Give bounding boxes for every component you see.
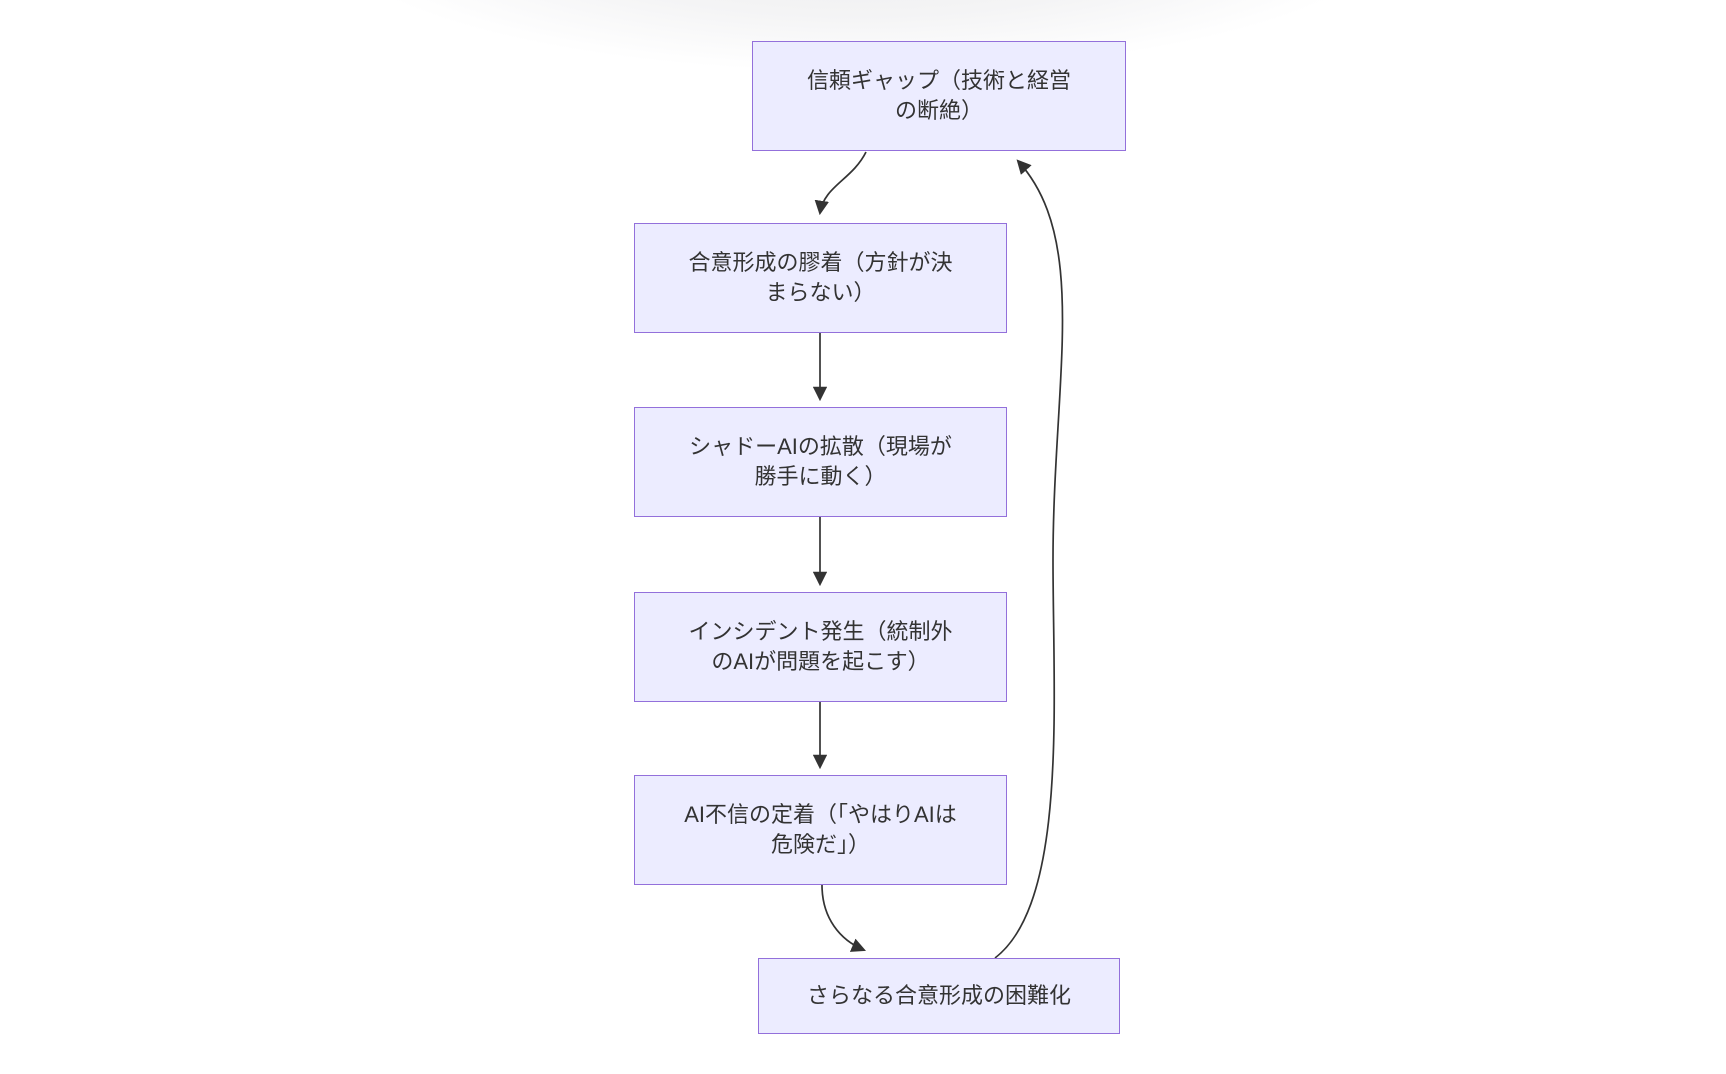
node-ai-distrust-fixed: AI不信の定着（「やはりAIは 危険だ」） (634, 775, 1007, 885)
node-incident-occurs: インシデント発生（統制外 のAIが問題を起こす） (634, 592, 1007, 702)
node-ai-distrust-fixed-label: AI不信の定着（「やはりAIは 危険だ」） (684, 802, 957, 857)
node-shadow-ai-spread-label: シャドーAIの拡散（現場が 勝手に動く） (689, 434, 952, 489)
node-trust-gap-label: 信頼ギャップ（技術と経営 の断絶） (806, 68, 1071, 123)
node-incident-occurs-label: インシデント発生（統制外 のAIが問題を起こす） (688, 619, 953, 674)
node-trust-gap: 信頼ギャップ（技術と経営 の断絶） (752, 41, 1126, 151)
node-harder-consensus: さらなる合意形成の困難化 (758, 958, 1120, 1034)
node-consensus-stall: 合意形成の膠着（方針が決 まらない） (634, 223, 1007, 333)
node-consensus-stall-label: 合意形成の膠着（方針が決 まらない） (688, 250, 953, 305)
edge-trust-gap-to-consensus-stall (814, 151, 867, 216)
edge-ai-distrust-to-harder-consensus (821, 884, 867, 952)
node-harder-consensus-label: さらなる合意形成の困難化 (806, 983, 1071, 1008)
edge-harder-consensus-back-to-trust-gap (994, 159, 1064, 959)
node-shadow-ai-spread: シャドーAIの拡散（現場が 勝手に動く） (634, 407, 1007, 517)
